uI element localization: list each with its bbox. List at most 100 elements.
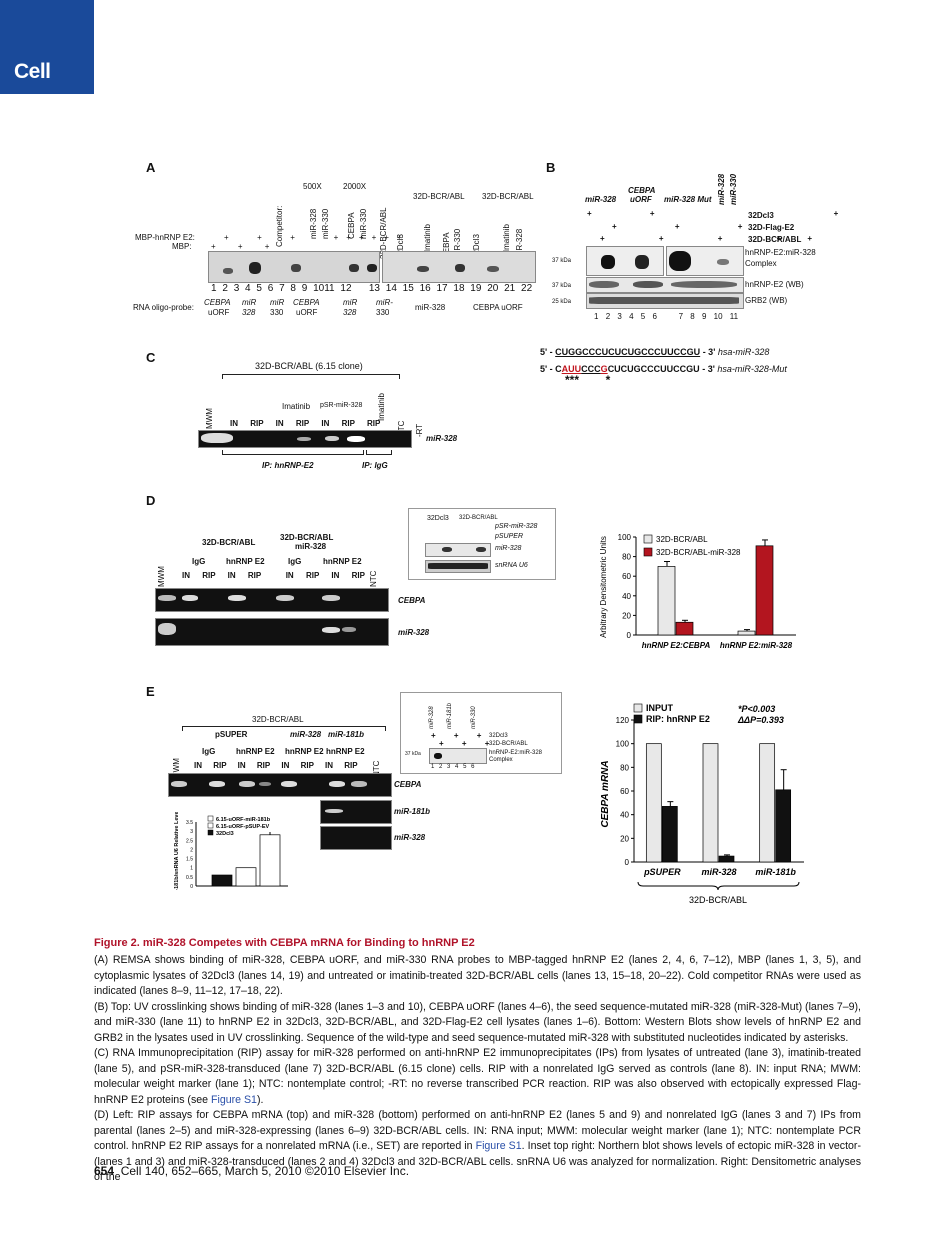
d-inset-label: miR-328 bbox=[495, 545, 522, 552]
e-group: miR-181b bbox=[328, 730, 365, 739]
category-label: hnRNP E2:CEBPA bbox=[642, 641, 711, 650]
b-row-label: 32D-Flag-E2 bbox=[748, 223, 795, 232]
y-tick-label: 1 bbox=[190, 866, 193, 872]
b-row-label: 32D-BCR/ABL bbox=[748, 235, 802, 244]
bar bbox=[737, 630, 756, 636]
x500-label: 500X bbox=[303, 182, 322, 191]
b-blot-label: hnRNP-E2 (WB) bbox=[745, 280, 804, 289]
col-label: uORF bbox=[630, 195, 652, 204]
bar bbox=[211, 874, 233, 887]
c-gel-label: miR-328 bbox=[426, 434, 458, 443]
page-footer: 654 Cell 140, 652–665, March 5, 2010 ©20… bbox=[94, 1164, 409, 1178]
d-inset-blot-1 bbox=[425, 543, 491, 557]
e-group: pSUPER bbox=[215, 730, 248, 739]
d-inset-row: pSR-miR-328 bbox=[495, 523, 538, 530]
legend-swatch bbox=[207, 815, 214, 822]
figure-s1-link[interactable]: Figure S1 bbox=[475, 1140, 522, 1152]
category-label: hnRNP E2:miR-328 bbox=[720, 641, 793, 650]
d-inset-cell: 32Dcl3 bbox=[427, 515, 449, 522]
d-inset-cell: 32D-BCR/ABL bbox=[459, 515, 498, 521]
y-axis-label: miR-181b/snRNA U6 Relative Levels bbox=[174, 812, 180, 890]
e-inset-plus-1: + + + bbox=[431, 731, 490, 740]
e-inset-col: miR-328 bbox=[429, 706, 435, 729]
d-sub: hnRNP E2 bbox=[323, 557, 362, 566]
bracket bbox=[222, 374, 400, 379]
caption-a: (A) REMSA shows binding of miR-328, CEBP… bbox=[94, 954, 861, 997]
kda-label: 37 kDa bbox=[552, 283, 572, 289]
d-inset-row: pSUPER bbox=[495, 533, 524, 540]
e-inset-col: miR-181b bbox=[447, 702, 453, 729]
bracket bbox=[182, 726, 386, 731]
y-tick-label: 120 bbox=[616, 716, 630, 725]
caption-c: (C) RNA Immunoprecipitation (RIP) assay … bbox=[94, 1047, 861, 1106]
d-sub: hnRNP E2 bbox=[226, 557, 265, 566]
col-label: CEBPA bbox=[628, 186, 656, 195]
probe-name: miR bbox=[270, 298, 285, 307]
panel-e-label: E bbox=[146, 684, 155, 699]
e-gel-label: CEBPA bbox=[394, 780, 422, 789]
col-label: miR-328 Mut bbox=[664, 195, 712, 204]
e-sub: hnRNP E2 bbox=[326, 747, 365, 756]
bar bbox=[645, 743, 662, 863]
legend-label: 32D-BCR/ABL bbox=[656, 535, 708, 544]
category-label: miR-181b bbox=[755, 867, 796, 877]
kda-label: 37 kDa bbox=[552, 258, 572, 264]
e-inset-row: 32Dcl3 bbox=[489, 733, 508, 739]
y-tick-label: 100 bbox=[616, 740, 630, 749]
lane-numbers-b: 1 2 3 4 5 6 7 8 9 10 11 bbox=[594, 312, 739, 321]
seq-asterisks: *** * bbox=[565, 373, 611, 387]
b-plus-row-3: + + + ++ bbox=[600, 234, 839, 243]
bar bbox=[718, 855, 735, 863]
e-gel-mir181b bbox=[320, 800, 392, 824]
citation: Cell 140, 652–665, March 5, 2010 ©2010 E… bbox=[120, 1164, 410, 1178]
probe-name: miR bbox=[343, 298, 358, 307]
bar bbox=[259, 834, 281, 887]
probe-name: miR-328 bbox=[415, 303, 446, 312]
panel-c-title: 32D-BCR/ABL (6.15 clone) bbox=[255, 361, 363, 371]
page-number: 654 bbox=[94, 1164, 115, 1178]
d-sub: IgG bbox=[192, 557, 206, 566]
mwm-label-d: MWM bbox=[157, 566, 166, 587]
y-tick-label: 2 bbox=[190, 847, 193, 853]
ip-igg: IP: IgG bbox=[362, 461, 388, 470]
group-32d-bcr-2: 32D-BCR/ABL bbox=[482, 192, 534, 201]
panel-c-gel bbox=[198, 430, 412, 448]
bracket bbox=[366, 450, 392, 455]
e-inset-plus-2: + + + bbox=[439, 739, 498, 748]
panel-b-label: B bbox=[546, 160, 556, 175]
y-tick-label: 40 bbox=[620, 811, 629, 820]
d-gel-mir328 bbox=[155, 618, 389, 646]
probe-name: CEBPA uORF bbox=[473, 303, 523, 312]
row-mbp-hnrnp: MBP-hnRNP E2: bbox=[135, 233, 195, 242]
legend-label: RIP: hnRNP E2 bbox=[646, 714, 710, 724]
seq-wt: 5' - CUGGCCCUCUCUGCCCUUCCGU - 3' hsa-miR… bbox=[540, 347, 770, 357]
d-inset-blot-2 bbox=[425, 560, 491, 573]
kda-label: 25 kDa bbox=[552, 299, 572, 305]
d-group-2a: 32D-BCR/ABL bbox=[280, 533, 334, 542]
legend-swatch bbox=[207, 829, 214, 836]
probe-label: RNA oligo-probe: bbox=[133, 303, 194, 312]
y-tick-label: 20 bbox=[620, 834, 629, 843]
d-gel-label: miR-328 bbox=[398, 628, 430, 637]
col-label: miR-330 bbox=[729, 173, 738, 205]
y-tick-label: 40 bbox=[622, 592, 631, 601]
legend-swatch bbox=[633, 703, 643, 713]
bar bbox=[657, 566, 676, 636]
e-gel-label: miR-328 bbox=[394, 833, 426, 842]
panel-a-gel-1 bbox=[208, 251, 380, 283]
figure-s1-link[interactable]: Figure S1 bbox=[211, 1093, 257, 1106]
y-tick-label: 3 bbox=[190, 829, 193, 835]
e-inset-label: Complex bbox=[489, 757, 513, 763]
legend-label: 32D-BCR/ABL-miR-328 bbox=[656, 548, 741, 557]
e-inset-kda: 37 kDa bbox=[405, 751, 421, 757]
e-sub: hnRNP E2 bbox=[285, 747, 324, 756]
y-tick-label: 3.5 bbox=[186, 820, 193, 826]
significance-label: ΔΔP=0.393 bbox=[737, 715, 784, 725]
legend-swatch bbox=[633, 714, 643, 724]
y-tick-label: 60 bbox=[620, 787, 629, 796]
b-plus-row-2: + + + bbox=[612, 222, 771, 231]
journal-logo: Cell bbox=[0, 0, 94, 94]
plus-signs-row-2: + + + bbox=[211, 242, 280, 251]
